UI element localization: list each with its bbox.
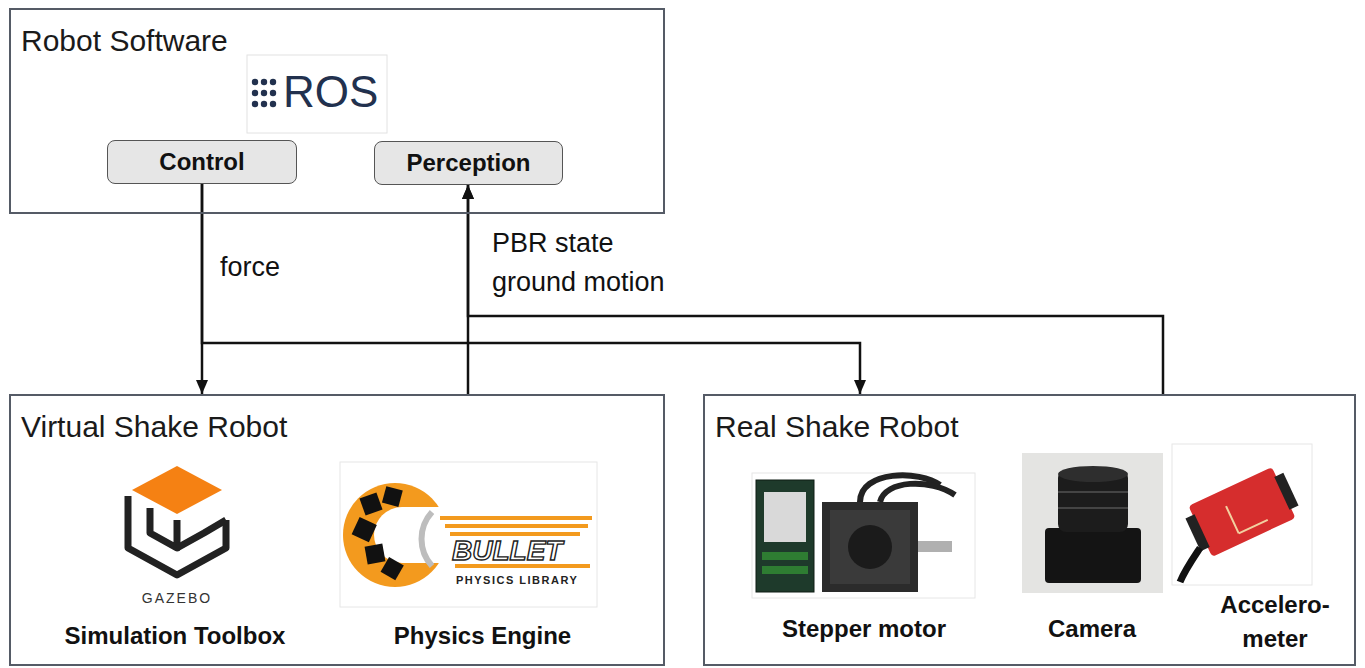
logo-text: PHYSICS LIBRARY [456, 574, 578, 587]
ros-logo [261, 101, 267, 107]
ros-logo [270, 79, 276, 85]
module-box: Perception [374, 141, 563, 185]
stepper-motor-photo [860, 475, 940, 502]
bullet-logo [440, 516, 592, 520]
camera-photo [1058, 491, 1128, 493]
stepper-motor-photo [918, 541, 952, 552]
bullet-logo [340, 462, 597, 607]
accelerometer-photo [1172, 444, 1312, 585]
bullet-logo [365, 544, 386, 565]
camera-photo [1045, 528, 1141, 583]
component-caption: Accelero- meter [1200, 588, 1350, 656]
gazebo-icon [150, 508, 177, 548]
bullet-logo [352, 517, 377, 542]
camera-photo [1022, 453, 1163, 593]
ros-logo [261, 90, 267, 96]
bullet-logo [340, 462, 597, 607]
bullet-logo [422, 512, 432, 566]
stepper-motor-photo [830, 510, 910, 584]
module-box: Control [107, 140, 297, 184]
ros-logo [247, 55, 387, 133]
bullet-logo [382, 486, 403, 507]
stepper-motor-photo [822, 502, 918, 592]
bullet-logo [343, 483, 447, 587]
accelerometer-photo [1239, 520, 1268, 534]
logo-text: BULLET [452, 534, 562, 568]
ros-logo [252, 79, 258, 85]
gazebo-icon [128, 466, 226, 575]
camera-photo [1058, 507, 1128, 509]
gazebo-icon [132, 466, 222, 514]
bullet-logo [445, 524, 588, 528]
stepper-motor-photo [764, 492, 806, 542]
stepper-motor-photo [752, 473, 975, 598]
connector-arrow [468, 185, 1163, 394]
stepper-motor-photo [880, 484, 955, 502]
edge-label: PBR state ground motion [490, 224, 694, 302]
bullet-logo [352, 486, 404, 580]
component-caption: Camera [1012, 615, 1172, 644]
accelerometer-photo [1172, 444, 1312, 585]
module-label: Control [159, 148, 244, 176]
panel-title: Real Shake Robot [705, 396, 1354, 444]
stepper-motor-photo [848, 525, 892, 569]
stepper-motor-photo [756, 480, 814, 592]
camera-photo [1022, 453, 1163, 593]
gazebo-icon [177, 520, 226, 548]
stepper-motor-photo [762, 552, 808, 560]
camera-photo [1058, 466, 1128, 482]
panel-title: Virtual Shake Robot [11, 396, 663, 444]
ros-logo [252, 101, 258, 107]
connector-arrow [202, 184, 860, 394]
component-caption: Simulation Toolbox [30, 622, 320, 651]
accelerometer-photo [1185, 514, 1209, 551]
ros-logo [270, 90, 276, 96]
accelerometer-photo [1274, 473, 1298, 510]
panel-title: Robot Software [11, 10, 663, 58]
gazebo-icon [128, 496, 226, 575]
ros-logo [252, 90, 258, 96]
ros-logo [261, 79, 267, 85]
ros-logo [252, 79, 276, 107]
component-caption: Stepper motor [744, 615, 984, 644]
bullet-logo [381, 557, 404, 580]
ros-logo [247, 55, 387, 133]
accelerometer-photo [1180, 548, 1200, 582]
ros-logo [270, 101, 276, 107]
bullet-logo [359, 492, 382, 515]
logo-text: GAZEBO [117, 590, 237, 607]
stepper-motor-photo [762, 566, 808, 574]
component-caption: Physics Engine [360, 622, 605, 651]
logo-text: ROS [283, 66, 378, 119]
accelerometer-photo [1181, 464, 1303, 560]
module-label: Perception [406, 149, 530, 177]
edge-label: force [218, 250, 282, 284]
accelerometer-photo [1226, 506, 1239, 533]
stepper-motor-photo [752, 473, 975, 598]
